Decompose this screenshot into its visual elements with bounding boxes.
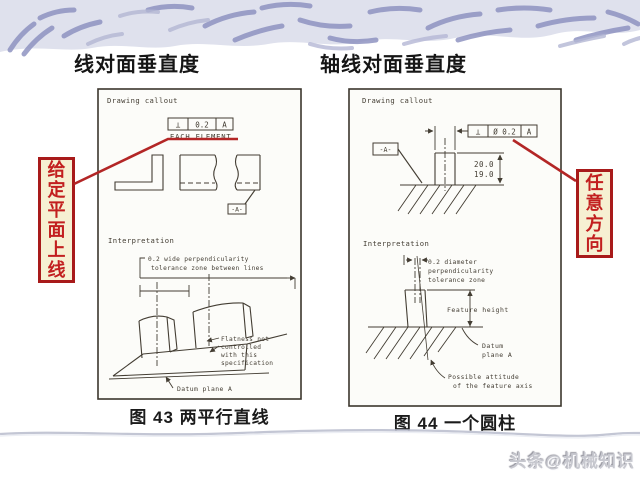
figure44-drawing: Drawing callout ⊥ Ø 0.2 A (348, 88, 562, 407)
fig44-attitude-note-1: Possible attitude (448, 374, 519, 381)
fig43-tolerance-value: 0.2 (195, 121, 209, 130)
fig43-tol-note-1: 0.2 wide perpendicularity (148, 256, 249, 263)
fig44-tol-note-2: perpendicularity (428, 268, 493, 275)
fig44-dim-lower: 19.0 (474, 170, 494, 179)
fig43-each-element-label: EACH ELEMENT (170, 132, 232, 141)
fig43-datum-letter: A (222, 121, 227, 130)
perpendicularity-symbol: ⊥ (176, 121, 181, 130)
fig43-callout-label: Drawing callout (107, 96, 178, 105)
fig43-flatness-4: specification (221, 360, 273, 367)
fig44-datum-note-2: plane A (482, 351, 512, 359)
panel-border (348, 88, 562, 407)
fig44-tolerance-value: Ø 0.2 (493, 128, 516, 137)
figure43-drawing: Drawing callout ⊥ 0.2 A EACH ELEMENT - (97, 88, 302, 400)
fig43-datum-flag-box (227, 203, 247, 215)
fig43-dimension-lines (139, 257, 296, 366)
fig43-flatness-3: with this (221, 352, 257, 359)
figure43-panel: Drawing callout ⊥ 0.2 A EACH ELEMENT - (97, 88, 302, 400)
fig44-datum-flag: -A- (380, 146, 392, 154)
fig43-views (114, 154, 261, 205)
watermark: 头条@机械知识 (509, 452, 635, 471)
fig43-feature-control-frame (167, 117, 234, 131)
fig44-feature-height-note: Feature height (447, 306, 509, 314)
fig44-interpretation-label: Interpretation (363, 239, 429, 248)
fig43-flatness-arrows (206, 337, 220, 353)
bottom-divider-line (0, 429, 640, 439)
fig44-attitude-note-2: of the feature axis (453, 383, 533, 390)
right-callout-box: 任意方向 (576, 169, 613, 258)
wave-strokes-dark (7, 1, 640, 57)
fig43-tol-note-2: tolerance zone between lines (151, 265, 264, 272)
fig44-cylinder-drawing (365, 255, 483, 379)
fig43-interpretation-label: Interpretation (108, 236, 174, 245)
left-callout-text: 给定平面上线 (47, 159, 66, 281)
right-section-title: 轴线对面垂直度 (320, 54, 467, 76)
wave-strokes-light (86, 9, 640, 51)
figure44-caption: 图 44 一个圆柱 (393, 414, 517, 433)
fig43-flatness-1: Flatness not (221, 336, 269, 343)
left-callout-box: 给定平面上线 (38, 157, 75, 283)
fig43-isometric-sketch (108, 302, 288, 380)
fig44-dim-upper: 20.0 (474, 160, 494, 169)
fig44-tol-note-1: 0.2 diameter (428, 259, 477, 266)
right-callout-text: 任意方向 (585, 173, 604, 254)
left-section-title: 线对面垂直度 (74, 54, 200, 76)
decorative-wave-band (0, 0, 640, 57)
fig43-datum-leader (165, 376, 174, 389)
perpendicularity-symbol: ⊥ (476, 128, 481, 137)
fig44-datum-note-1: Datum (482, 342, 504, 350)
fig44-pin-drawing (397, 126, 504, 215)
fig44-callout-label: Drawing callout (362, 96, 433, 105)
fig44-tol-note-3: tolerance zone (428, 277, 485, 284)
figure43-caption: 图 43 两平行直线 (129, 408, 270, 427)
fig43-datum-note: Datum plane A (177, 385, 232, 393)
fig43-datum-flag: -A- (231, 206, 243, 214)
fig44-datum-flag-box (372, 142, 399, 156)
panel-border (97, 88, 302, 400)
figure44-panel: Drawing callout ⊥ Ø 0.2 A (348, 88, 562, 407)
fig44-datum-letter: A (527, 128, 532, 137)
fig43-flatness-2: controlled (221, 344, 261, 351)
